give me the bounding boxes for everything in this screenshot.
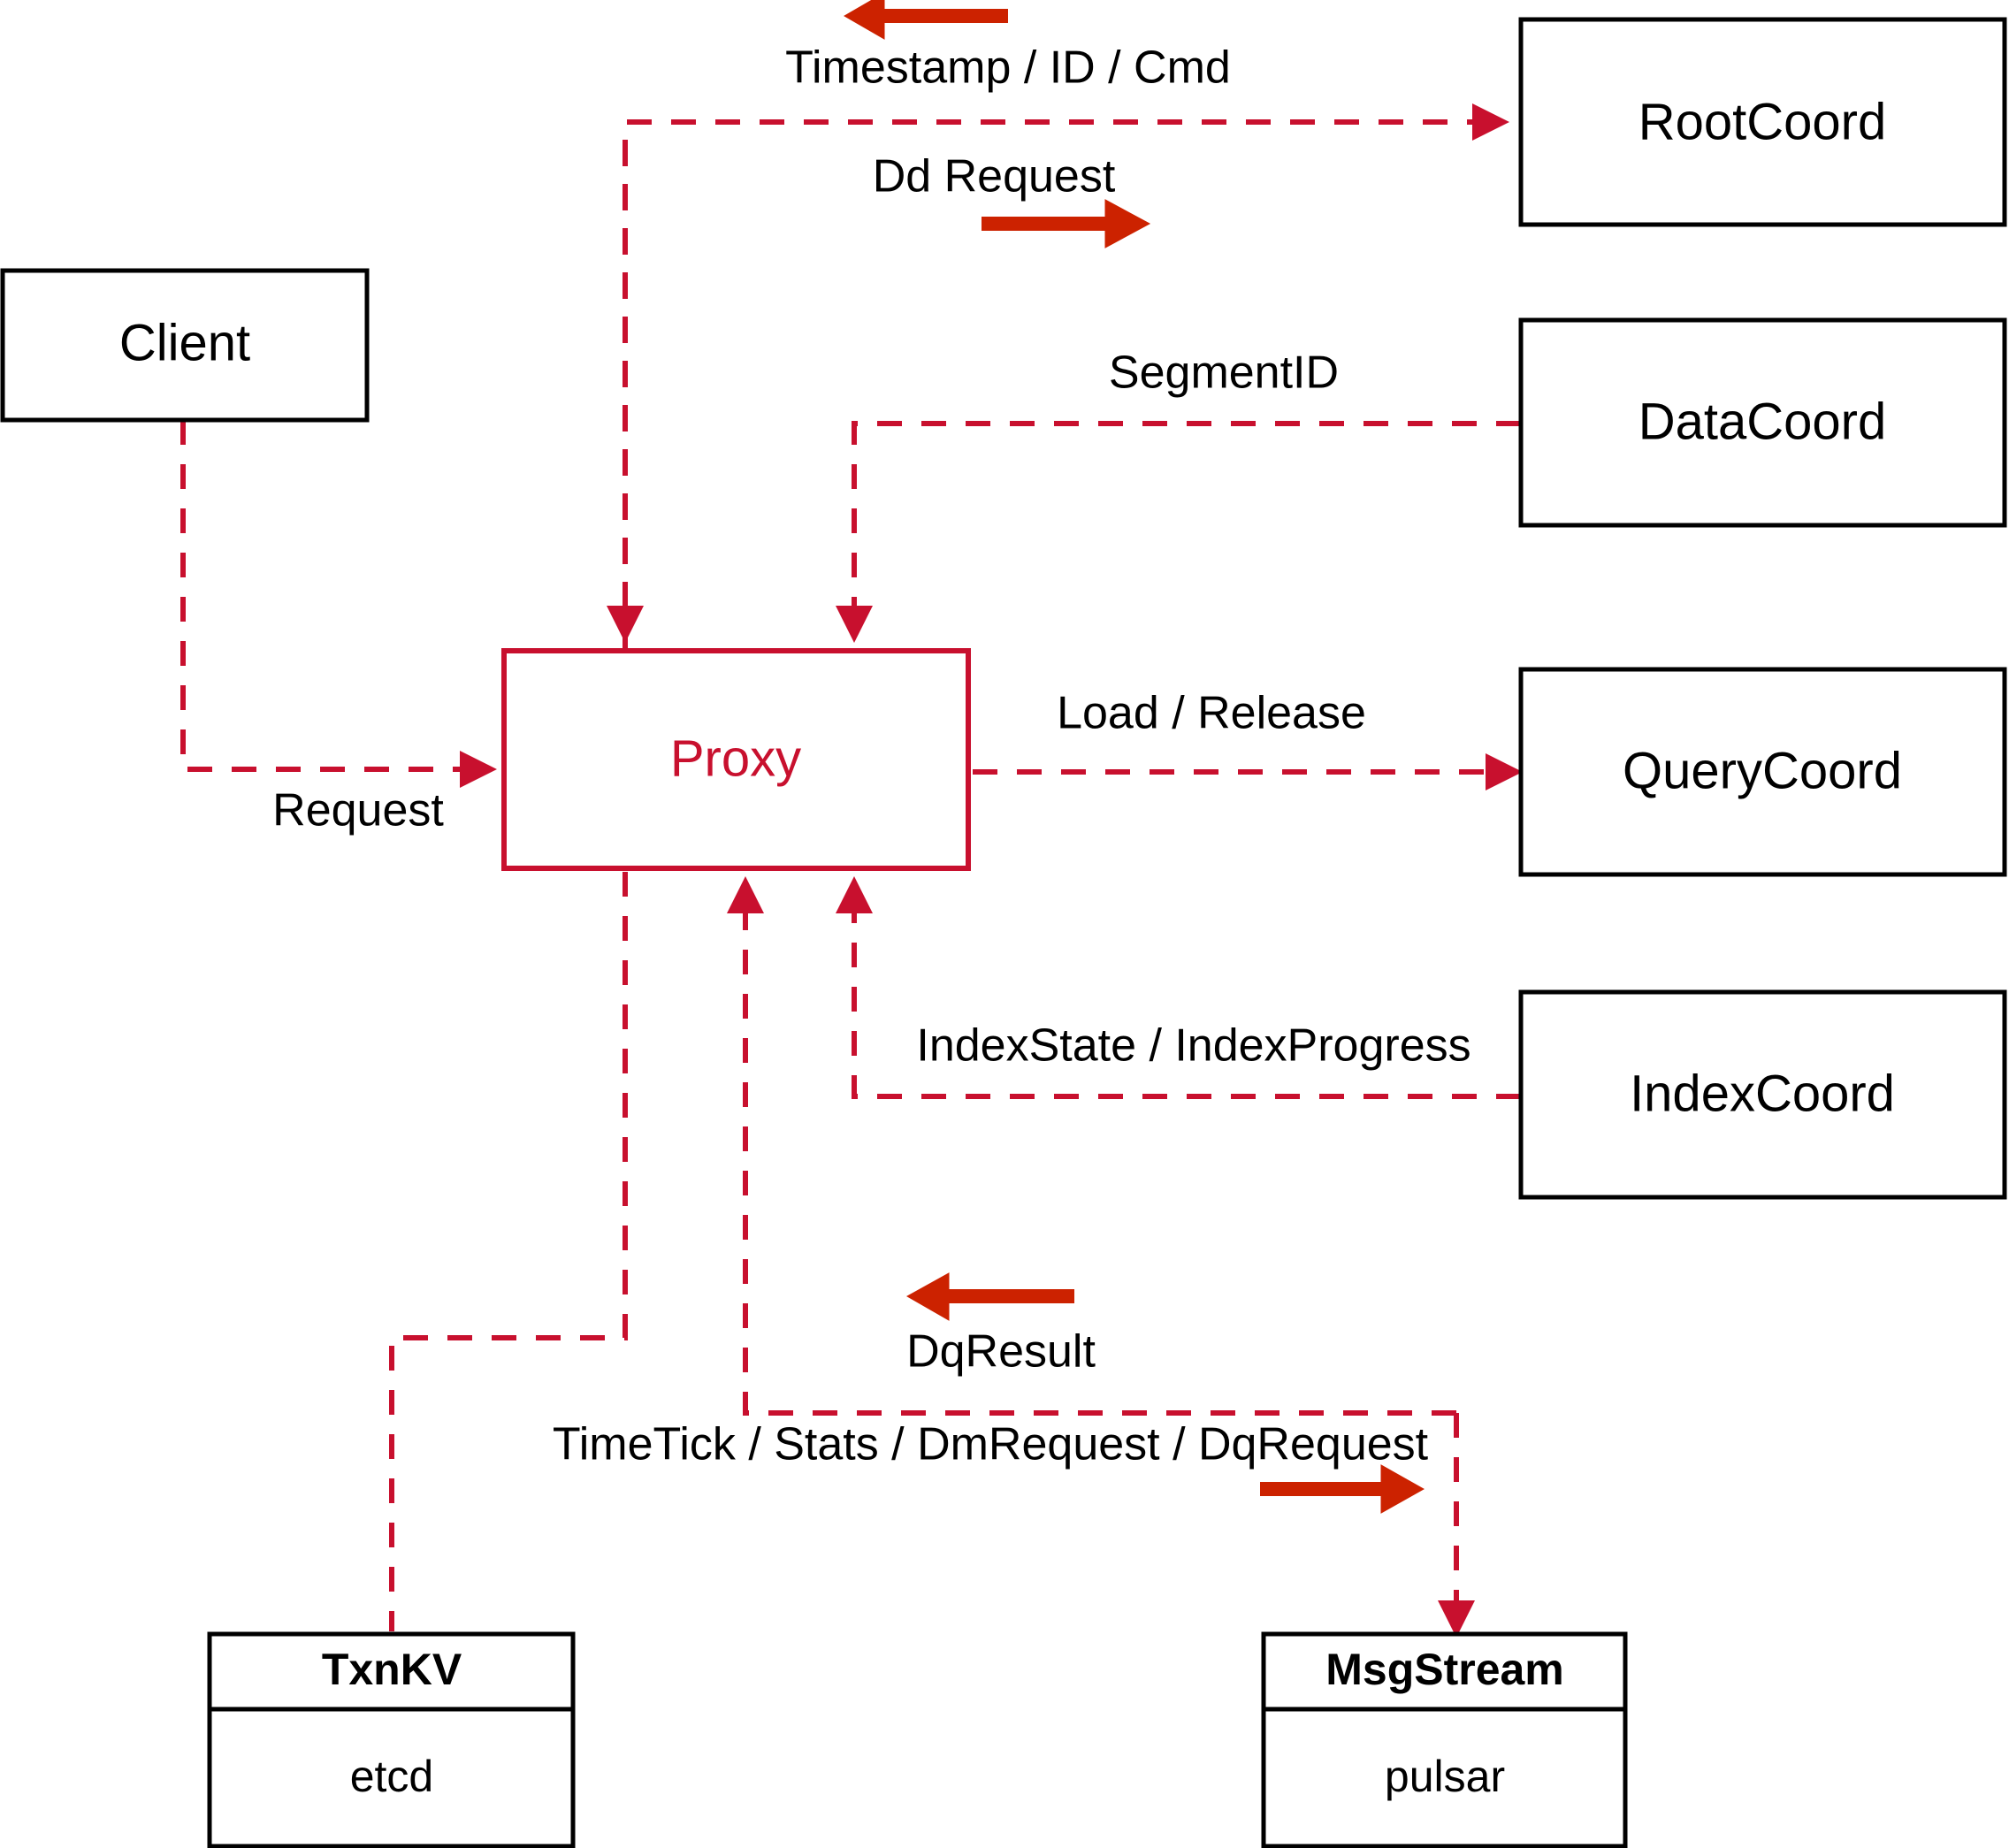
edge-label-load-release: Load / Release — [1057, 688, 1366, 739]
edge-label-timestamp: Timestamp / ID / Cmd — [785, 42, 1231, 94]
node-client-label: Client — [119, 314, 250, 371]
node-proxy-label: Proxy — [670, 729, 801, 787]
edge-label-indexstate: IndexState / IndexProgress — [916, 1020, 1470, 1072]
direction-arrow-ddrequest-right — [982, 199, 1151, 248]
node-txnkv-title: TxnKV — [322, 1645, 462, 1694]
node-rootcoord[interactable]: RootCoord — [1518, 17, 2007, 227]
node-querycoord-label: QueryCoord — [1623, 742, 1902, 799]
node-datacoord-label: DataCoord — [1639, 393, 1886, 450]
node-client[interactable]: Client — [0, 268, 370, 423]
node-rootcoord-label: RootCoord — [1639, 93, 1886, 150]
direction-arrow-dqresult-left — [905, 1272, 1074, 1321]
direction-arrow-timestamp-left — [844, 0, 1008, 40]
edge-label-timetick: TimeTick / Stats / DmRequest / DqRequest — [553, 1419, 1429, 1470]
flow-rootcoord — [623, 103, 1509, 651]
node-msgstream[interactable]: MsgStream pulsar — [1261, 1631, 1628, 1848]
edge-label-ddrequest: Dd Request — [873, 151, 1116, 202]
node-msgstream-impl: pulsar — [1385, 1752, 1505, 1801]
flow-request — [180, 420, 497, 788]
node-indexcoord-label: IndexCoord — [1630, 1065, 1895, 1122]
edge-label-segmentid: SegmentID — [1109, 347, 1339, 399]
node-txnkv-impl: etcd — [350, 1752, 434, 1801]
node-datacoord[interactable]: DataCoord — [1518, 317, 2007, 528]
node-txnkv[interactable]: TxnKV etcd — [207, 1631, 576, 1848]
flow-indexstate — [836, 876, 1521, 1099]
node-querycoord[interactable]: QueryCoord — [1518, 667, 2007, 877]
flow-txnkv — [389, 872, 628, 1631]
node-msgstream-title: MsgStream — [1325, 1645, 1564, 1694]
node-proxy[interactable]: Proxy — [501, 648, 971, 871]
flow-dqresult — [727, 876, 1456, 1416]
edge-label-request: Request — [272, 785, 444, 836]
node-indexcoord[interactable]: IndexCoord — [1518, 989, 2007, 1200]
edge-label-dqresult: DqResult — [906, 1326, 1096, 1378]
direction-arrow-timetick-right — [1260, 1464, 1425, 1514]
flow-segmentid — [836, 421, 1521, 643]
